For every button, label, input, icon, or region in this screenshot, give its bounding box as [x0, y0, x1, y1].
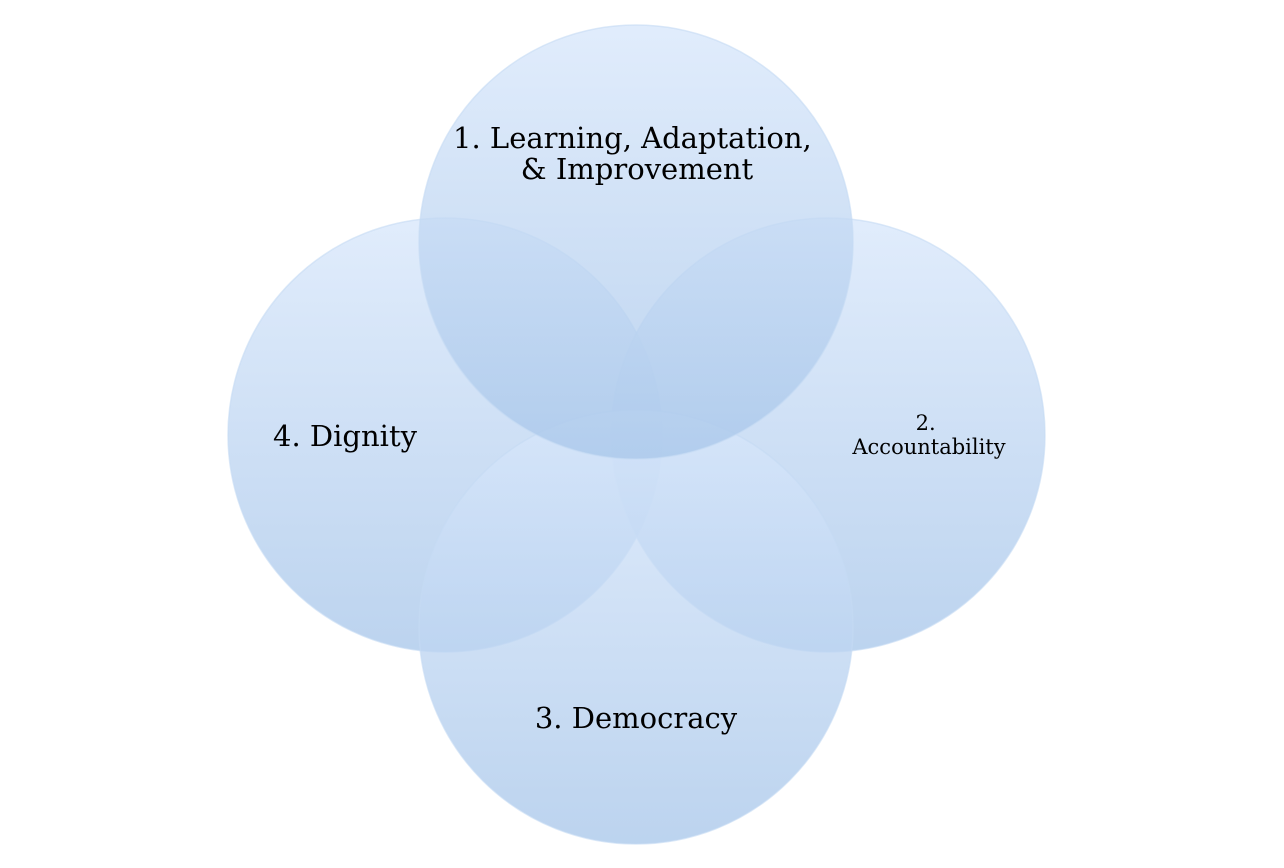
- label-accountability-line-2: Accountability: [851, 435, 1005, 459]
- label-learning-line-2: & Improvement: [521, 152, 754, 186]
- circle-democracy: [418, 409, 854, 845]
- label-accountability: 2. Accountability: [851, 411, 1005, 459]
- circle-learning: [418, 24, 854, 460]
- label-learning-line-1: 1. Learning, Adaptation,: [453, 121, 812, 155]
- label-learning: 1. Learning, Adaptation, & Improvement: [453, 121, 821, 186]
- label-accountability-line-1: 2.: [916, 411, 936, 435]
- label-democracy: 3. Democracy: [535, 701, 738, 735]
- label-dignity: 4. Dignity: [273, 419, 418, 453]
